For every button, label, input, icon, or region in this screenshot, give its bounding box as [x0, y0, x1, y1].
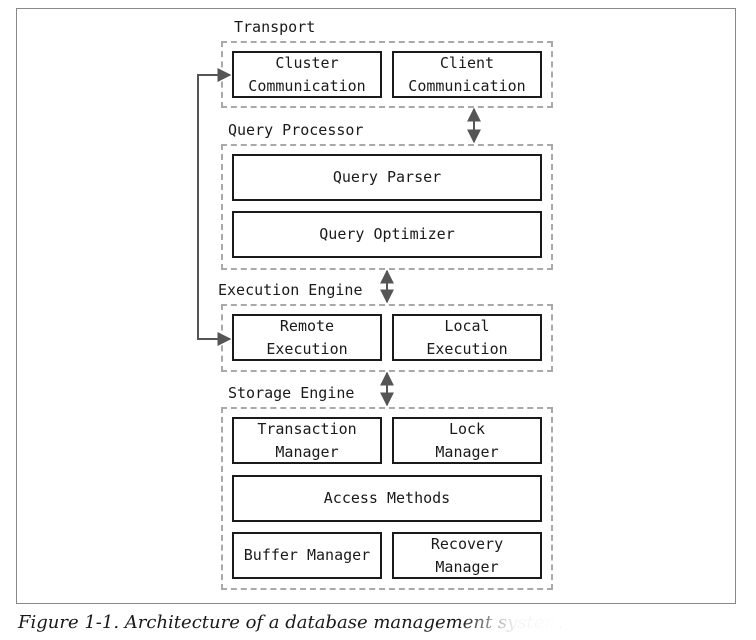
cluster-remote-arrow	[197, 68, 232, 346]
lock-manager-box: Lock Manager	[392, 417, 542, 464]
recovery-manager-box: Recovery Manager	[392, 532, 542, 579]
query-optimizer-box: Query Optimizer	[232, 211, 542, 258]
figure-frame	[16, 8, 736, 604]
remote-execution-box: Remote Execution	[232, 314, 382, 361]
access-methods-box: Access Methods	[232, 475, 542, 522]
client-communication-box: Client Communication	[392, 51, 542, 98]
local-execution-box: Local Execution	[392, 314, 542, 361]
query-parser-box: Query Parser	[232, 154, 542, 201]
transaction-manager-box: Transaction Manager	[232, 417, 382, 464]
buffer-manager-box: Buffer Manager	[232, 532, 382, 579]
cluster-communication-box: Cluster Communication	[232, 51, 382, 98]
figure-caption: Figure 1-1. Architecture of a database m…	[18, 612, 562, 633]
caption-watermark-fade	[460, 610, 560, 636]
execution-engine-label: Execution Engine	[218, 281, 363, 299]
query-processor-label: Query Processor	[228, 121, 364, 139]
storage-engine-label: Storage Engine	[228, 384, 355, 402]
transport-label: Transport	[234, 18, 316, 36]
storage-engine-group	[221, 407, 553, 590]
